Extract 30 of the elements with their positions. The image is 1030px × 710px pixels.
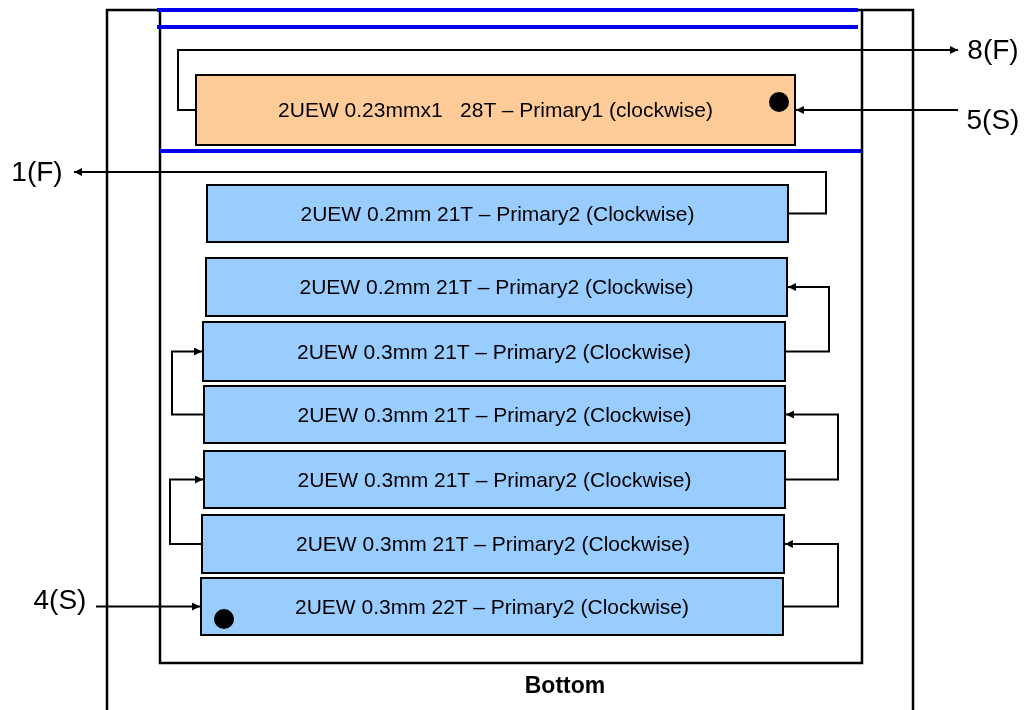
wire-arrow bbox=[171, 347, 204, 416]
wire-arrow bbox=[95, 602, 201, 611]
wire-arrow bbox=[169, 475, 204, 545]
pin-label: 1(F) bbox=[0, 152, 74, 192]
pin-label: 4(S) bbox=[24, 580, 96, 620]
wire-arrow bbox=[785, 410, 839, 481]
winding-layer-box bbox=[200, 577, 784, 636]
wire-arrow bbox=[785, 283, 830, 353]
wire-arrow bbox=[783, 540, 839, 608]
pin-label: 5(S) bbox=[958, 100, 1028, 140]
winding-layer-box bbox=[195, 74, 796, 146]
winding-layer-box bbox=[203, 385, 786, 444]
winding-spec: 2UEW 0.2mm 21T – Primary2 (Clockwise) bbox=[299, 275, 694, 299]
winding-layer-box bbox=[201, 514, 785, 574]
winding-spec: 2UEW 0.3mm 21T – Primary2 (Clockwise) bbox=[297, 467, 692, 492]
winding-layer-box bbox=[206, 184, 789, 243]
wire-arrow bbox=[177, 46, 959, 111]
wire-arrow bbox=[795, 106, 959, 114]
winding-spec: 2UEW 0.3mm 21T – Primary2 (Clockwise) bbox=[296, 532, 690, 556]
winding-layer-box bbox=[205, 257, 788, 317]
winding-spec: 2UEW 0.2mm 21T – Primary2 (Clockwise) bbox=[300, 201, 695, 226]
winding-spec: 2UEW 0.3mm 21T – Primary2 (Clockwise) bbox=[297, 339, 691, 364]
wire-arrow bbox=[73, 168, 827, 215]
winding-spec: 2UEW 0.3mm 21T – Primary2 (Clockwise) bbox=[297, 402, 692, 427]
pin-label: 8(F) bbox=[958, 30, 1028, 70]
winding-layer-box bbox=[202, 321, 786, 382]
side-label: Bottom bbox=[523, 672, 607, 699]
winding-spec: 2UEW 0.23mmx1 28T – Primary1 (clockwise) bbox=[278, 98, 713, 122]
winding-spec: 2UEW 0.3mm 22T – Primary2 (Clockwise) bbox=[295, 594, 689, 619]
winding-layer-box bbox=[203, 450, 786, 509]
